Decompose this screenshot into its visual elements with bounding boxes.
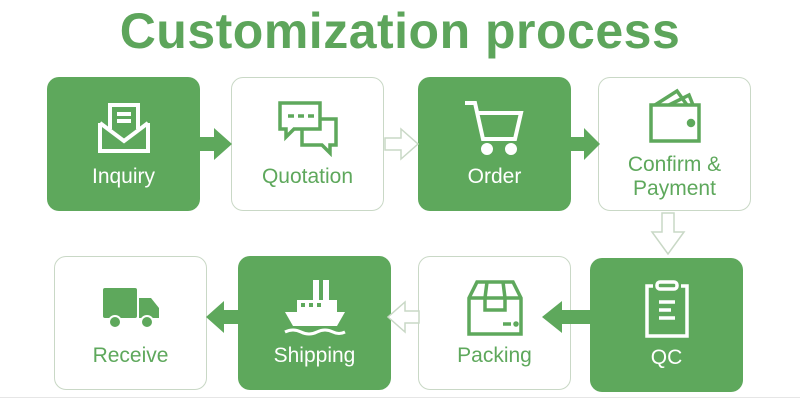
- clipboard-icon: [644, 280, 689, 338]
- step-label: Receive: [92, 344, 169, 367]
- arrow-right-outline: [384, 127, 420, 161]
- step-label: Shipping: [273, 344, 356, 367]
- truck-icon: [102, 288, 159, 329]
- divider: [0, 397, 800, 398]
- step-confirm-payment: Confirm & Payment: [598, 77, 751, 211]
- step-receive: Receive: [54, 256, 207, 390]
- box-icon: [466, 280, 523, 336]
- arrow-down-outline: [650, 212, 686, 256]
- ship-icon: [283, 280, 346, 336]
- chat-bubbles-icon: [277, 101, 338, 157]
- step-label: Quotation: [261, 165, 354, 188]
- step-label: Confirm & Payment: [627, 153, 722, 200]
- step-qc: QC: [590, 258, 743, 392]
- step-label: Packing: [457, 344, 532, 367]
- envelope-icon: [97, 103, 150, 153]
- step-label: Order: [467, 165, 522, 188]
- arrow-right-solid: [570, 128, 600, 160]
- shopping-cart-icon: [464, 101, 524, 155]
- wallet-icon: [648, 88, 701, 143]
- step-inquiry: Inquiry: [47, 77, 200, 211]
- arrow-left-solid: [542, 301, 592, 333]
- arrow-left-outline: [386, 300, 420, 334]
- step-packing: Packing: [418, 256, 571, 390]
- step-label: QC: [650, 346, 683, 369]
- page-title: Customization process: [119, 3, 681, 59]
- step-shipping: Shipping: [238, 256, 391, 390]
- arrow-left-solid: [206, 301, 240, 333]
- step-label: Inquiry: [91, 165, 156, 188]
- step-quotation: Quotation: [231, 77, 384, 211]
- step-order: Order: [418, 77, 571, 211]
- arrow-right-solid: [198, 128, 232, 160]
